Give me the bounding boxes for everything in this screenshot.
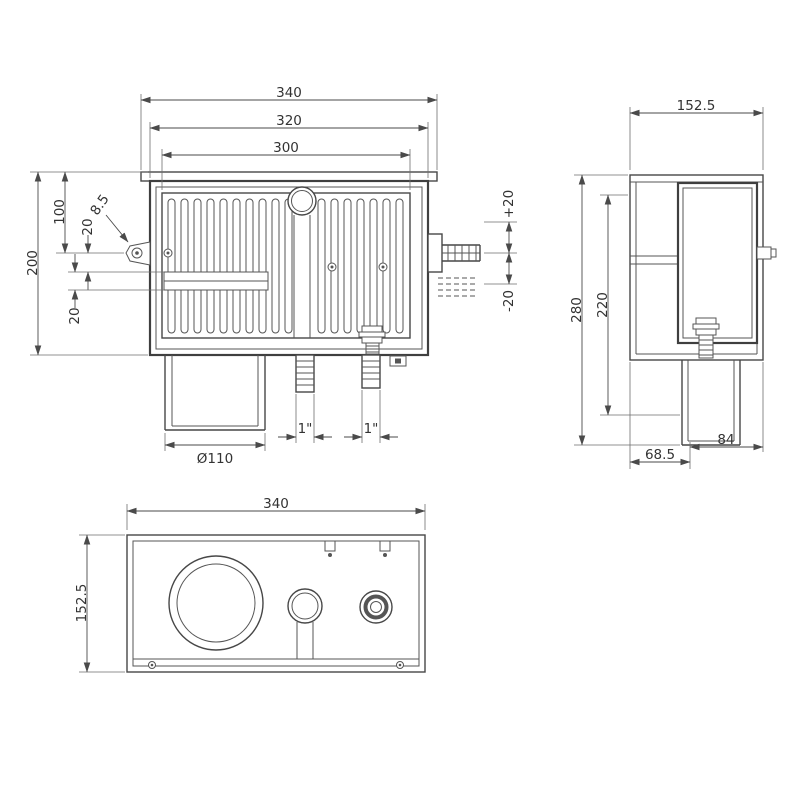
threaded-stub-right	[361, 354, 381, 389]
dim-label-300: 300	[273, 140, 299, 156]
dimension-220-side: 220	[595, 194, 680, 416]
corner-clip	[389, 355, 407, 367]
dim-label-plus-20: +20	[501, 190, 517, 219]
dimension-84-side: 84	[689, 362, 764, 452]
dim-label-minus-20: -20	[501, 290, 517, 312]
dim-label-152-5-bottom: 152.5	[74, 584, 90, 623]
dimension-100-front: 100	[52, 171, 124, 254]
dimension-340-bottom: 340	[126, 496, 426, 530]
bottom-view-body	[126, 534, 426, 673]
dim-label-320: 320	[276, 113, 302, 129]
dim-label-152-5-side: 152.5	[677, 98, 716, 114]
front-view-body	[125, 171, 481, 431]
plug-port-circle	[359, 590, 393, 624]
frame-inner-line	[155, 186, 423, 350]
dim-label-220: 220	[595, 292, 611, 318]
dim-label-1inch-left: 1"	[298, 421, 313, 437]
grille-screws	[163, 248, 388, 272]
dim-label-8-5: 8.5	[87, 192, 112, 219]
dimension-280-side: 280	[569, 174, 680, 446]
mounting-tab-left	[125, 241, 151, 266]
bottom-view: 340 152.5	[74, 496, 426, 673]
dim-label-68-5: 68.5	[645, 447, 675, 463]
dimension-20-upper-front: 20	[68, 218, 164, 290]
faceplate-screws-bottom	[148, 661, 404, 669]
dimension-1inch-right: 1"	[344, 390, 398, 443]
drain-plug-side	[692, 317, 720, 359]
dim-label-200: 200	[25, 250, 41, 276]
dim-label-dia110: Ø110	[197, 451, 233, 467]
skimmer-throat	[676, 181, 759, 345]
dim-label-280: 280	[569, 297, 585, 323]
dimension-dia110-front: Ø110	[164, 433, 266, 467]
water-level-marks	[438, 277, 478, 297]
side-body-outline	[629, 174, 764, 361]
dimension-320-front: 320	[149, 113, 429, 178]
front-view: 340 320 300 200 100 20	[25, 85, 517, 467]
weir-bar	[163, 271, 269, 291]
dimension-20-lower-front: 20	[67, 254, 164, 325]
top-edge-fittings	[324, 540, 391, 557]
dim-label-84: 84	[717, 432, 734, 448]
throat-port-circle	[287, 588, 323, 659]
side-view: 152.5 280 220 68.5 84	[569, 98, 777, 469]
dimension-152-5-bottom: 152.5	[74, 534, 125, 673]
dimension-1inch-left: 1"	[278, 394, 332, 443]
drain-fitting-inner	[358, 325, 386, 355]
dimension-200-front: 200	[25, 171, 148, 356]
dimension-68-5-side: 68.5	[629, 362, 691, 469]
threaded-stub-left	[295, 354, 315, 393]
dim-label-100: 100	[52, 199, 68, 225]
lid-edge	[140, 171, 438, 182]
dimension-300-front: 300	[161, 140, 411, 190]
bottom-body-outline	[126, 534, 426, 673]
grille-slats	[167, 198, 404, 334]
dim-label-340: 340	[276, 85, 302, 101]
dim-label-340-bottom: 340	[263, 496, 289, 512]
dim-label-20-lower: 20	[67, 307, 83, 324]
main-pipe-circle	[168, 555, 264, 651]
dimension-plus-minus-20: +20 -20	[484, 190, 517, 312]
grille-opening	[161, 192, 411, 339]
dim-label-20-upper: 20	[80, 218, 96, 235]
clamp-screw	[756, 246, 777, 260]
dimension-340-front: 340	[140, 85, 438, 170]
bottom-pipe-110	[164, 355, 266, 431]
side-view-body	[629, 174, 777, 446]
side-pipe-right	[427, 233, 481, 297]
dimension-152-5-side: 152.5	[629, 98, 764, 170]
dim-label-1inch-right: 1"	[364, 421, 379, 437]
lid-hole	[287, 186, 317, 338]
